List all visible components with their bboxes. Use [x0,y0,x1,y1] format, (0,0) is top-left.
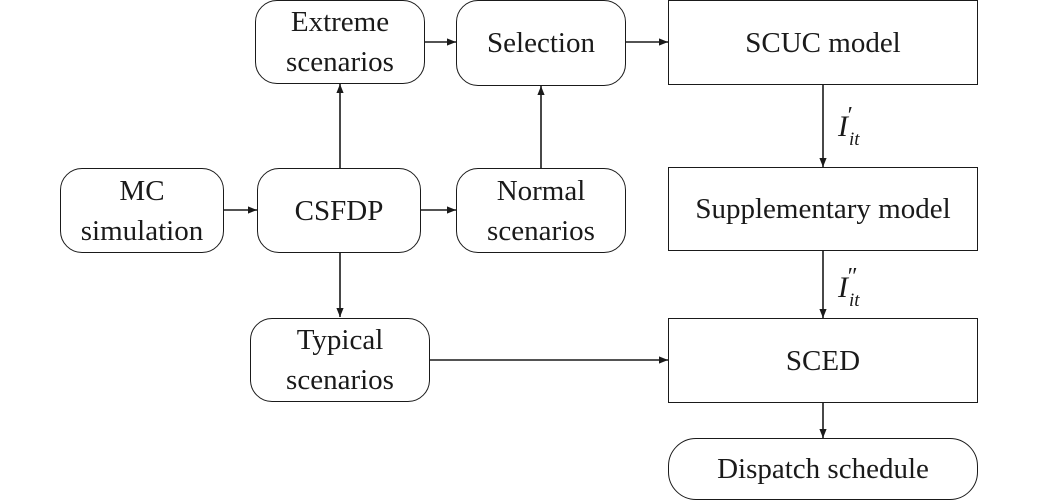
node-selection-label: Selection [487,27,595,59]
node-mc-simulation: MC simulation [60,168,224,253]
edge-label-i-double-prime-base: I [838,271,848,304]
node-typical-scenarios-line2: scenarios [286,364,394,396]
node-typical-scenarios-line1: Typical [296,324,384,356]
edge-label-i-double-prime-mark: ″ [847,264,858,290]
node-supplementary-model-label: Supplementary model [695,193,951,225]
node-sced-label: SCED [785,344,861,377]
node-extreme-scenarios-line2: scenarios [286,46,394,78]
node-sced: SCED [668,318,978,403]
node-csfdp: CSFDP [257,168,421,253]
node-extreme-scenarios: Extreme scenarios [255,0,425,84]
node-mc-simulation-line1: MC [119,174,165,207]
node-typical-scenarios: Typical scenarios [250,318,430,402]
node-normal-scenarios-line2: scenarios [487,214,595,247]
node-scuc-model: SCUC model [668,0,978,85]
edge-label-i-prime-mark: ′ [847,103,853,129]
node-dispatch-schedule-label: Dispatch schedule [717,453,929,485]
node-dispatch-schedule: Dispatch schedule [668,438,978,500]
node-mc-simulation-line2: simulation [80,214,204,247]
node-scuc-model-label: SCUC model [745,26,901,59]
edge-label-i-double-prime-subscript: it [849,290,860,311]
edge-label-i-prime-base: I [838,110,848,143]
node-normal-scenarios: Normal scenarios [456,168,626,253]
node-selection: Selection [456,0,626,86]
node-supplementary-model: Supplementary model [668,167,978,251]
node-extreme-scenarios-line1: Extreme [290,6,390,38]
edge-label-i-prime-subscript: it [849,129,860,150]
edge-label-i-prime: Iit′ [838,103,860,150]
edge-label-i-double-prime: Iit″ [838,264,860,311]
node-csfdp-label: CSFDP [294,194,384,227]
node-normal-scenarios-line1: Normal [496,174,586,207]
